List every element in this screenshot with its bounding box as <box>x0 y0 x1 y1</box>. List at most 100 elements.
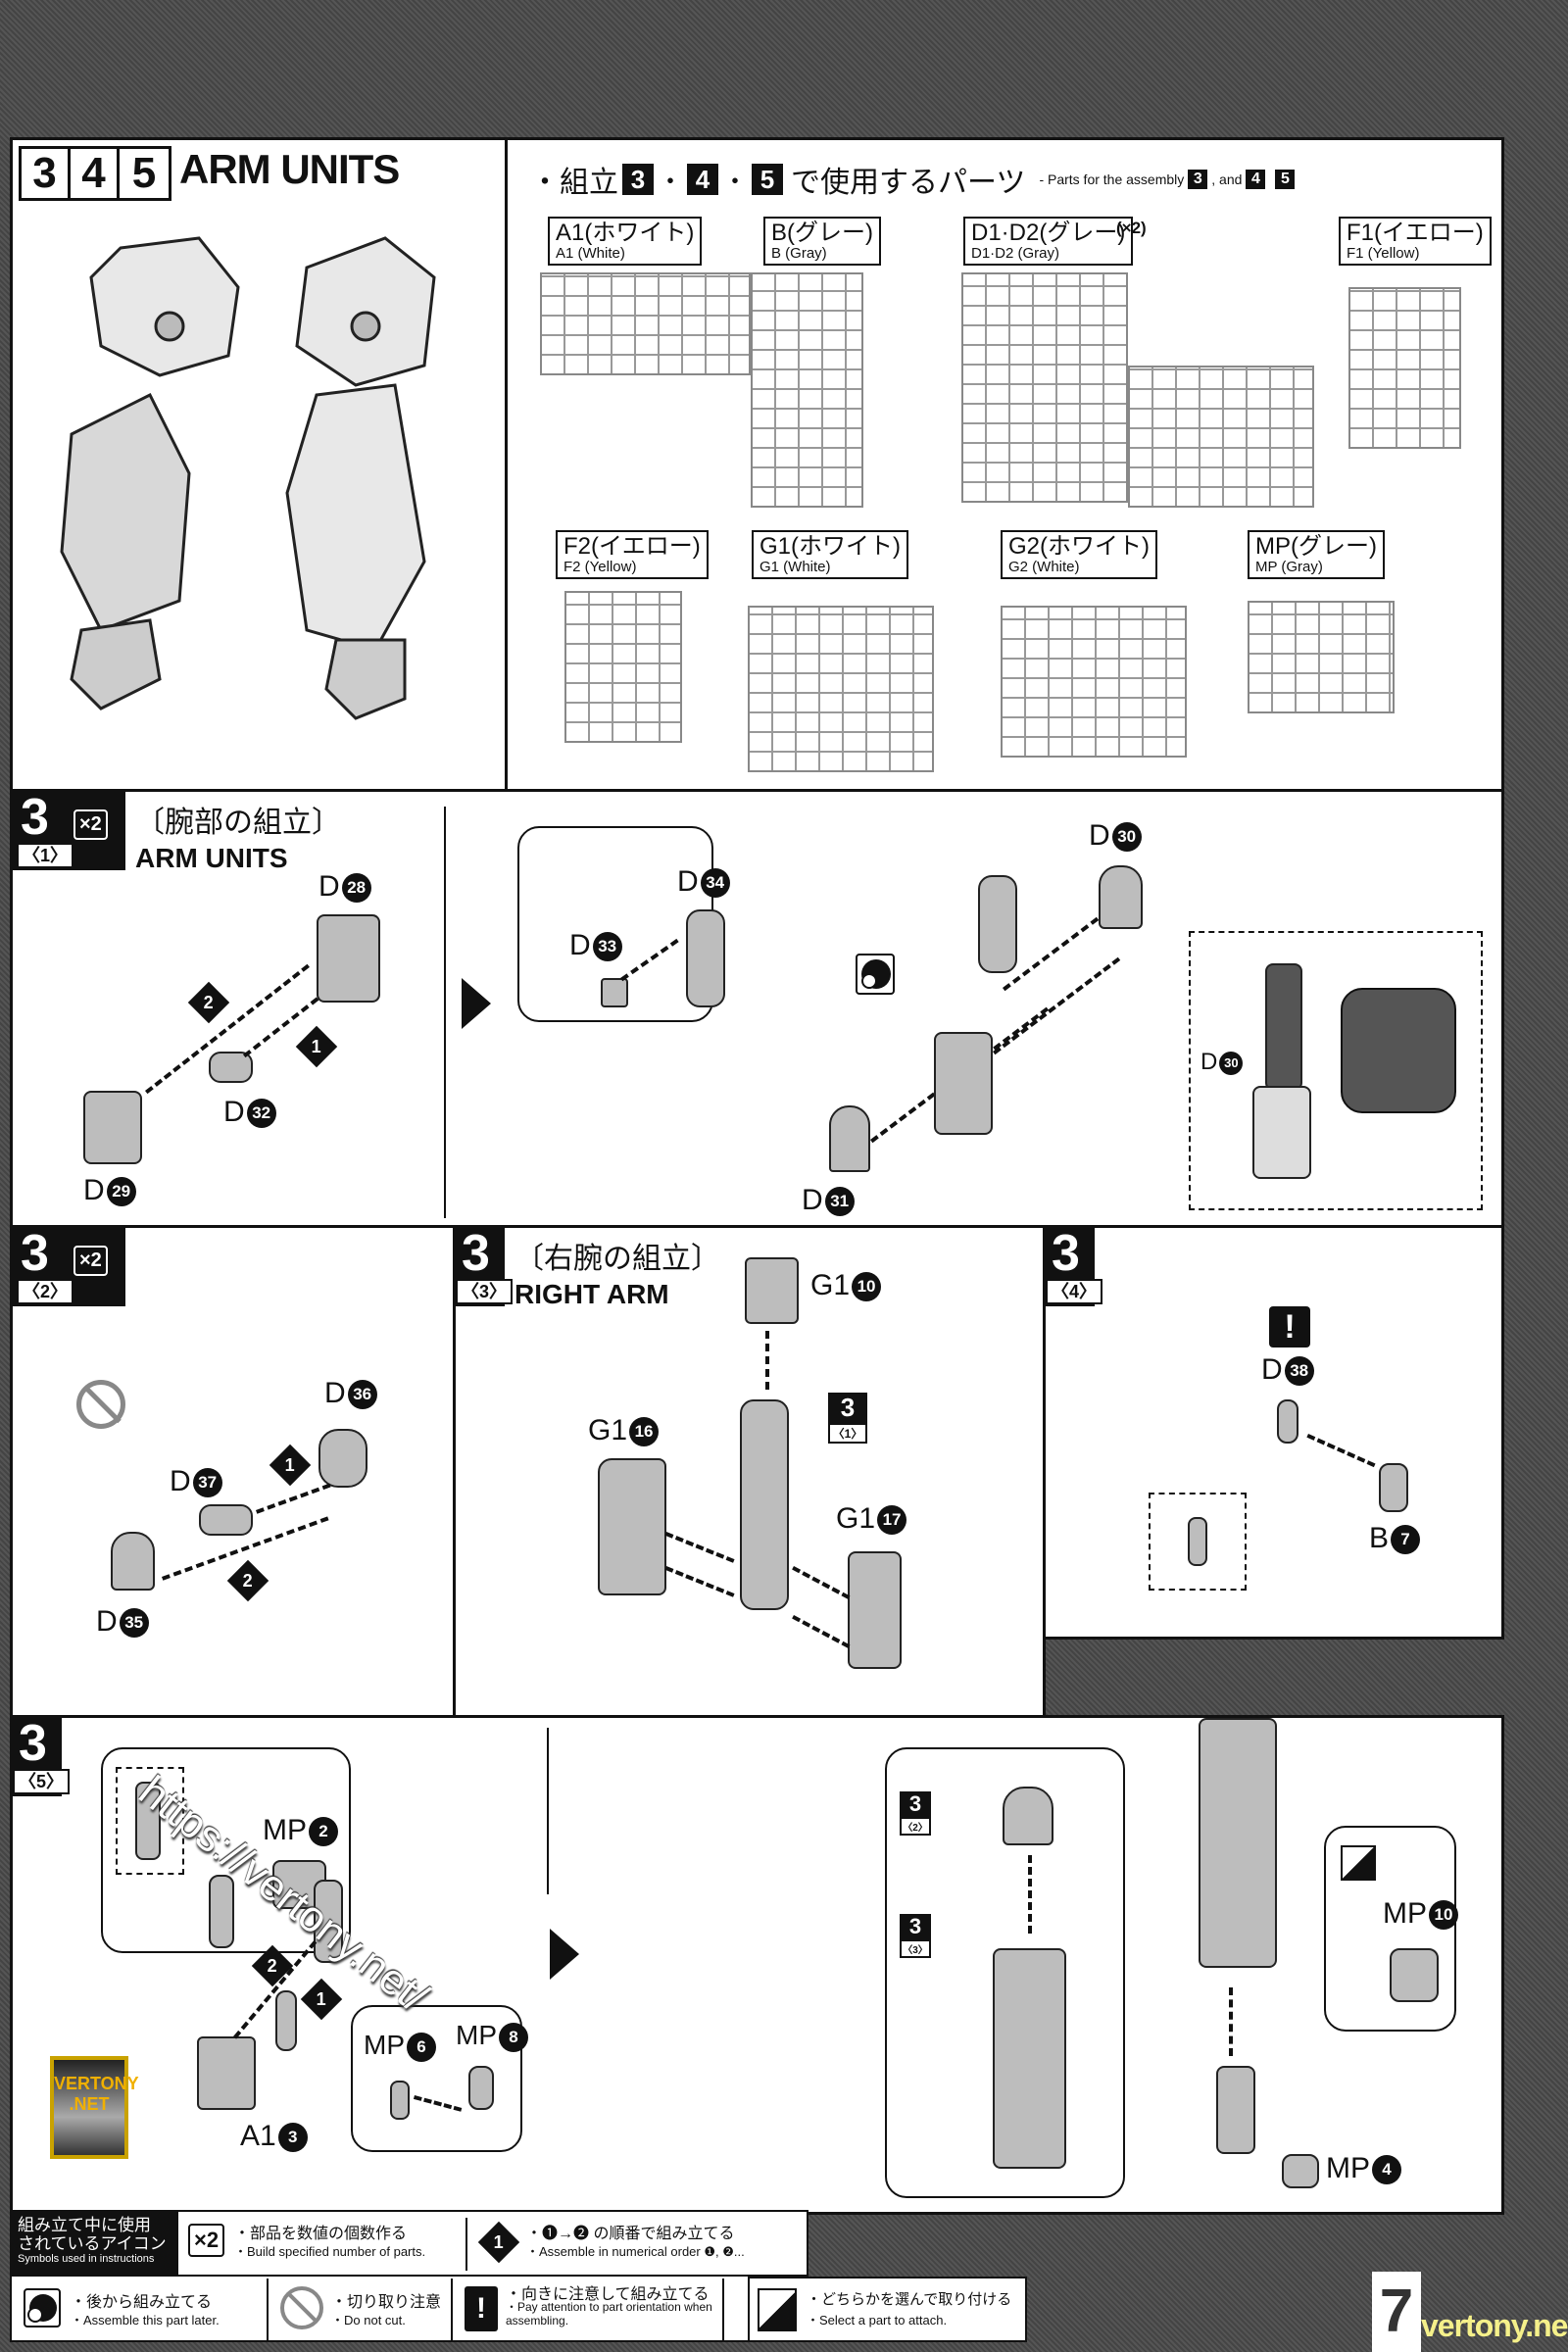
step-number: 3 <box>462 1225 490 1282</box>
arm-units-illustration <box>60 236 436 720</box>
part-d28 <box>317 914 380 1003</box>
runner-label-a1: A1(ホワイト)A1 (White) <box>548 217 703 266</box>
assembly-arrow <box>792 1615 851 1649</box>
legend-item-later: ・後から組み立てる ・Assemble this part later. <box>12 2278 269 2341</box>
runner-label-mp: MP(グレー)MP (Gray) <box>1248 530 1385 579</box>
runner-f2-diagram <box>564 591 682 743</box>
parts-list-section: ・組立 3 ・ 4 ・ 5 で使用するパーツ - Parts for the a… <box>511 140 1501 789</box>
vertony-badge: VERTONY .NET <box>50 2056 139 2159</box>
part-d33 <box>601 978 628 1007</box>
part-mp4 <box>1282 2154 1319 2188</box>
assembly-arrow <box>1306 1434 1376 1468</box>
part-g1-16 <box>598 1458 666 1595</box>
runner-label-d1-d2: D1·D2(グレー)D1·D2 (Gray) <box>963 217 1134 266</box>
legend-item-select: ・どちらかを選んで取り付ける ・Select a part to attach. <box>748 2277 1027 2342</box>
legend-item-no-cut: ・切り取り注意 ・Do not cut. <box>270 2278 453 2341</box>
legend-item-orientation: ! ・向きに注意して組み立てる ・Pay attention to part o… <box>455 2278 724 2341</box>
assembly-arrow <box>664 1566 735 1597</box>
do-not-cut-icon <box>280 2286 323 2329</box>
part-d30 <box>1099 865 1143 929</box>
part-d32 <box>209 1052 253 1083</box>
step-badge: 3 〈4〉 <box>1046 1225 1103 1306</box>
part-a1-3 <box>197 2036 256 2110</box>
assembly-arrow <box>792 1566 851 1600</box>
part-d38 <box>1277 1399 1298 1444</box>
order-marker-1: 1 <box>295 1025 338 1068</box>
order-icon: 1 <box>477 2221 520 2264</box>
multiplier-badge: ×2 <box>74 809 108 840</box>
runner-label-g1: G1(ホワイト)G1 (White) <box>752 530 908 579</box>
hand-frame-inset <box>116 1767 184 1875</box>
divider <box>547 1728 549 1894</box>
symbol-legend: 組み立て中に使用 されているアイコン Symbols used in instr… <box>10 2210 808 2342</box>
part-mp10 <box>1390 1948 1439 2002</box>
legend-item-multiplier: ×2 ・部品を数値の個数作る ・Build specified number o… <box>183 2218 467 2271</box>
part-arm-frame <box>978 875 1017 973</box>
order-marker-1: 1 <box>300 1978 343 2021</box>
multiplier-icon: ×2 <box>188 2224 225 2257</box>
next-step-arrow <box>462 978 491 1029</box>
ref-step-badge: 3 〈3〉 <box>900 1914 931 1958</box>
detail-inset <box>1189 931 1483 1210</box>
runner-f1-diagram <box>1348 287 1461 449</box>
runner-a1-diagram <box>540 272 751 375</box>
runner-d-quantity: (×2) <box>1116 219 1147 237</box>
step-number-3: 3 <box>22 149 71 198</box>
ref-step-badge: 3 〈1〉 <box>828 1393 867 1444</box>
part-d35 <box>111 1532 155 1591</box>
part-hand-frame-3 <box>314 1880 343 1963</box>
part-d29 <box>83 1091 142 1164</box>
runner-d1-diagram <box>961 272 1128 503</box>
step-number: 3 <box>21 789 49 846</box>
select-part-icon <box>758 2288 797 2331</box>
part-mp6 <box>390 2081 410 2120</box>
runner-label-f2: F2(イエロー)F2 (Yellow) <box>556 530 709 579</box>
do-not-cut-icon <box>76 1380 125 1429</box>
part-hand-frame-2 <box>209 1875 234 1948</box>
part-full-arm <box>1199 1718 1277 1968</box>
orientation-warning-icon: ! <box>1269 1306 1310 1348</box>
part-detail-frame <box>1265 963 1302 1091</box>
step-title-en: ARM UNITS <box>135 843 288 873</box>
runner-label-f1: F1(イエロー)F1 (Yellow) <box>1339 217 1492 266</box>
part-forearm <box>993 1948 1066 2169</box>
step-badge: 3 〈3〉 <box>456 1225 514 1306</box>
part-mp8 <box>468 2066 494 2110</box>
step-number-badge: 3 4 5 <box>19 146 172 201</box>
part-elbow <box>1003 1787 1054 1845</box>
assembly-arrow <box>664 1532 735 1563</box>
legend-title: 組み立て中に使用 されているアイコン Symbols used in instr… <box>12 2212 178 2275</box>
assembly-arrow <box>765 1331 769 1390</box>
page-title: ARM UNITS <box>179 146 400 192</box>
page-number: 7 <box>1372 2272 1421 2352</box>
assemble-later-icon <box>24 2288 61 2328</box>
next-step-arrow <box>550 1929 579 1980</box>
order-marker-2: 2 <box>187 981 230 1024</box>
part-d34 <box>686 909 725 1007</box>
runner-g1-diagram <box>748 606 934 772</box>
step-number-4: 4 <box>71 149 120 198</box>
ref-step-badge: 3 〈2〉 <box>900 1791 931 1836</box>
legend-row-divider <box>12 2275 807 2277</box>
divider <box>444 807 446 1218</box>
multiplier-badge: ×2 <box>74 1246 108 1276</box>
assembly-arrow <box>1028 1855 1032 1934</box>
part-d37 <box>199 1504 253 1536</box>
step-title-jp: 〔右腕の組立〕 <box>514 1243 720 1275</box>
